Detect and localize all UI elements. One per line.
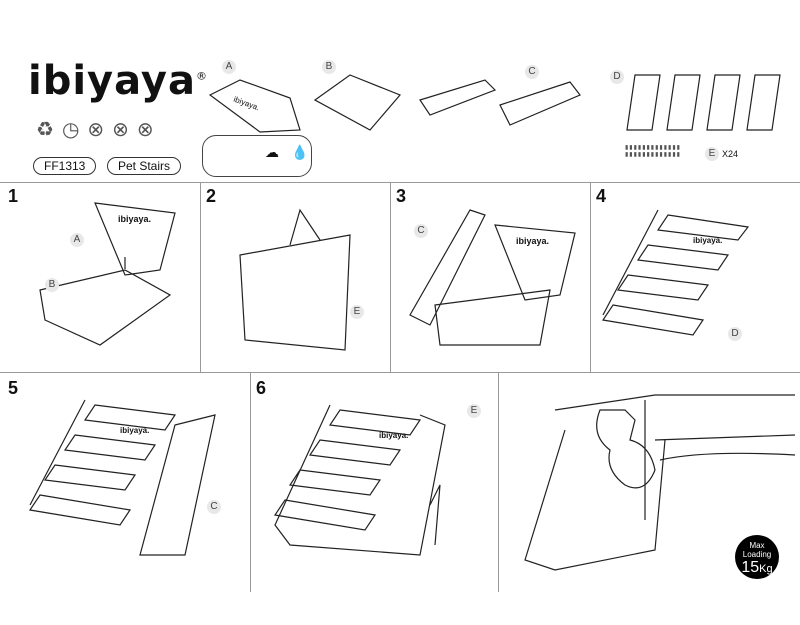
part-label-b: B (322, 60, 336, 74)
step-2-label-e: E (350, 305, 364, 319)
part-c-drawing (419, 79, 581, 126)
care-box: ☁💧 (202, 135, 312, 177)
step-3-drawing (409, 209, 576, 346)
brand-logo: ibiyaya® (28, 58, 208, 104)
step-number: 6 (256, 378, 267, 398)
step-final-sofa-cat-drawing (524, 394, 796, 571)
divider (390, 182, 391, 372)
product-name: Pet Stairs (107, 157, 182, 175)
step-1-brand: ibiyaya. (118, 214, 152, 224)
step-4-label-d: D (728, 327, 742, 341)
divider (0, 372, 800, 373)
no-tools-icon: ⊗ (112, 119, 137, 141)
divider (250, 372, 251, 592)
step-5-brand: ibiyaya. (120, 426, 150, 435)
recycle-icon: ♻ (36, 119, 62, 141)
step-3-label-c: C (414, 224, 428, 238)
no-wash-icon: ⊗ (87, 119, 113, 141)
screw-qty: X24 (722, 149, 739, 159)
divider (498, 372, 499, 592)
part-label-a: A (222, 60, 236, 74)
step-6-brand: ibiyaya. (379, 431, 409, 440)
step-number: 5 (8, 378, 19, 398)
product-code: FF1313 (33, 157, 97, 175)
screws-e: ▮▮▮▮▮▮▮▮▮▮▮▮▮▮▮▮▮▮▮▮▮▮▮▮▮▮ (625, 145, 681, 158)
step-2-drawing (239, 208, 351, 351)
step-6-label-e: E (467, 404, 481, 418)
no-wrench-icon: ⊗ (136, 119, 162, 141)
step-number: 2 (206, 186, 217, 206)
part-label-e: E (705, 147, 719, 161)
part-a-drawing (208, 79, 301, 133)
clock-icon: ◷ (61, 119, 88, 141)
part-label-d: D (610, 70, 624, 84)
step-5-label-c: C (207, 500, 221, 514)
step-3-brand: ibiyaya. (516, 236, 550, 246)
care-icons: ♻◷⊗⊗⊗ (36, 117, 162, 142)
step-1-drawing (39, 202, 176, 346)
divider (0, 182, 800, 183)
step-1-label-b: B (45, 278, 59, 292)
step-5-drawing (28, 399, 216, 556)
waterproof-icon: 💧 (291, 144, 309, 160)
step-number: 4 (596, 186, 607, 206)
step-6-drawing (273, 404, 446, 556)
step-4-drawing (601, 209, 750, 336)
divider (590, 182, 591, 372)
step-4-brand: ibiyaya. (693, 236, 723, 245)
step-number: 3 (396, 186, 407, 206)
part-b-drawing (313, 74, 402, 131)
step-1-label-a: A (70, 233, 84, 247)
wipe-clean-icon: ☁ (265, 144, 279, 160)
step-number: 1 (8, 186, 19, 206)
part-d-drawing (626, 74, 781, 131)
part-label-c: C (525, 65, 539, 79)
divider (200, 182, 201, 372)
